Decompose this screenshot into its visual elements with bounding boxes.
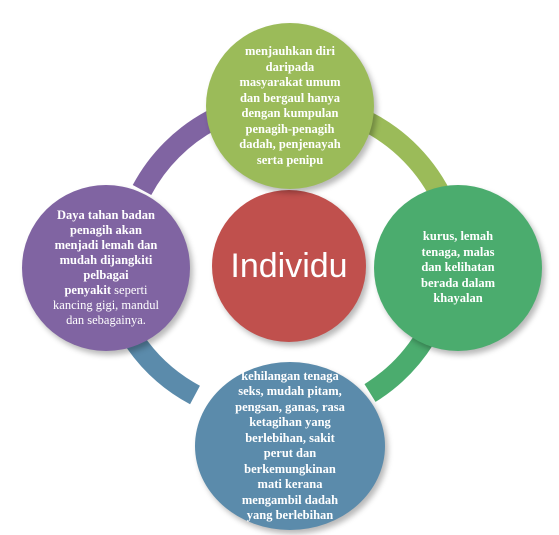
- ring-segment-bottom-left: [125, 333, 201, 405]
- node-left-text-bold: Daya tahan badan penagih akan menjadi le…: [54, 208, 158, 297]
- center-label: Individu: [230, 247, 348, 285]
- node-health-effects: kehilangan tenaga seks, mudah pitam, pen…: [195, 362, 385, 530]
- node-immunity: Daya tahan badan penagih akan menjadi le…: [22, 185, 190, 351]
- node-physical-condition: kurus, lemah tenaga, malas dan kelihatan…: [374, 185, 542, 351]
- node-left-text-normal: seperti kancing gigi, mandul dan sebagai…: [53, 283, 159, 327]
- ring-segment-left-top: [132, 110, 218, 196]
- center-circle-individu: Individu: [212, 190, 366, 342]
- node-social-withdrawal: menjauhkan diri daripada masyarakat umum…: [206, 23, 374, 189]
- node-left-text: Daya tahan badan penagih akan menjadi le…: [53, 208, 159, 328]
- node-top-text: menjauhkan diri daripada masyarakat umum…: [239, 44, 341, 167]
- ring-segment-right-bottom: [364, 332, 434, 402]
- node-bottom-text: kehilangan tenaga seks, mudah pitam, pen…: [235, 368, 345, 523]
- node-right-text: kurus, lemah tenaga, malas dan kelihatan…: [421, 229, 495, 306]
